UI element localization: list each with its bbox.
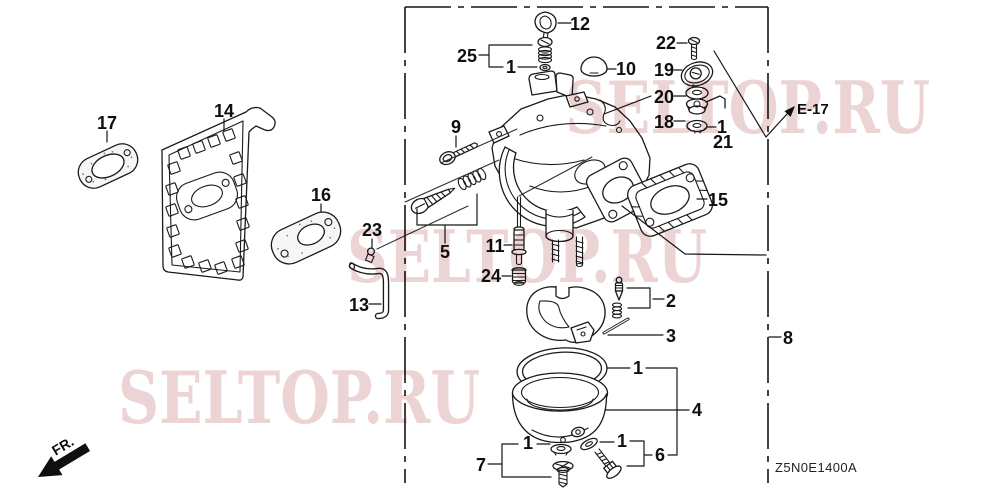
- callout-16: 16: [311, 185, 331, 205]
- callout-12: 12: [570, 14, 590, 34]
- part-25-screw-spring: [537, 36, 553, 64]
- callout-24: 24: [481, 266, 501, 286]
- gasket-texture: [82, 151, 133, 183]
- part-16-gasket: [270, 211, 342, 265]
- callout-1b: 1: [717, 117, 727, 137]
- part-6-bolt-set: [580, 437, 622, 479]
- top-tower: [528, 70, 558, 96]
- callout-21: 21: [713, 132, 733, 152]
- callout-1d: 1: [617, 431, 627, 451]
- part-12-choke-cap: [534, 11, 557, 41]
- part-3-float-pin: [602, 317, 630, 335]
- callout-1c: 1: [633, 358, 643, 378]
- reference-dashed-box: [404, 6, 769, 483]
- part-4-float-bowl: [511, 372, 609, 444]
- callout-6: 6: [655, 445, 665, 465]
- callout-25: 25: [457, 46, 477, 66]
- callout-19: 19: [654, 60, 674, 80]
- callout-18: 18: [654, 112, 674, 132]
- part-1-washer-top: [539, 63, 551, 72]
- part-18-setting-plate: [685, 95, 726, 115]
- reference-e17-leader: [713, 50, 795, 138]
- part-9-throttle-stop-screw: [439, 142, 478, 166]
- part-5-pilot-screw-set: [410, 167, 487, 215]
- part-1-grommet: [686, 119, 708, 134]
- part-11-main-nozzle: [511, 196, 527, 266]
- callout-5: 5: [440, 242, 450, 262]
- callout-15: 15: [708, 190, 728, 210]
- callout-leader-lines: [106, 22, 782, 478]
- callout-11: 11: [485, 236, 504, 256]
- callout-14: 14: [214, 101, 234, 121]
- callout-1a: 1: [506, 57, 516, 77]
- callout-20: 20: [654, 87, 674, 107]
- watermark-top: SELTOP.RU: [565, 65, 930, 150]
- watermark-middle: SELTOP.RU: [347, 214, 707, 299]
- callout-2: 2: [666, 291, 676, 311]
- callout-9: 9: [451, 117, 461, 137]
- watermark-layer: SELTOP.RU SELTOP.RU SELTOP.RU: [118, 65, 930, 440]
- callout-7: 7: [476, 455, 486, 475]
- diagram-code: Z5N0E1400A: [775, 460, 857, 475]
- callout-1e: 1: [523, 433, 533, 453]
- plate-vent-holes: [165, 128, 250, 275]
- reference-e17-label: E-17: [797, 101, 829, 118]
- linkage-spring-wire: [599, 99, 621, 127]
- callout-labels: 12 25 1 10 9 22 19 20 18 1 21 17 14 16 2…: [97, 14, 829, 475]
- part-2-float-valve-set: [611, 276, 624, 319]
- part-13-drain-tube: [348, 262, 390, 320]
- callout-8: 8: [783, 328, 793, 348]
- part-15-insulator-gasket: [627, 163, 713, 237]
- part-float: [526, 286, 606, 344]
- gasket-texture: [277, 220, 336, 258]
- fr-direction-arrow: FR.: [38, 433, 91, 477]
- watermark-bottom: SELTOP.RU: [118, 355, 480, 440]
- part-14-air-cleaner-plate: [161, 106, 276, 281]
- part-23-tube-clip: [364, 247, 376, 264]
- part-24-main-jet: [511, 267, 527, 286]
- callout-3: 3: [666, 326, 676, 346]
- callout-13: 13: [349, 295, 369, 315]
- callout-4: 4: [692, 400, 702, 420]
- part-22-screw: [687, 36, 701, 61]
- callout-23: 23: [362, 220, 382, 240]
- plate-gasket-outline: [175, 171, 239, 221]
- callout-10: 10: [616, 59, 636, 79]
- part-5-spring: [457, 167, 487, 191]
- callout-17: 17: [97, 113, 117, 133]
- callout-22: 22: [656, 33, 676, 53]
- part-7-drain-screw-set: [550, 443, 574, 488]
- part-17-gasket: [77, 143, 139, 189]
- mounting-studs: [551, 236, 584, 268]
